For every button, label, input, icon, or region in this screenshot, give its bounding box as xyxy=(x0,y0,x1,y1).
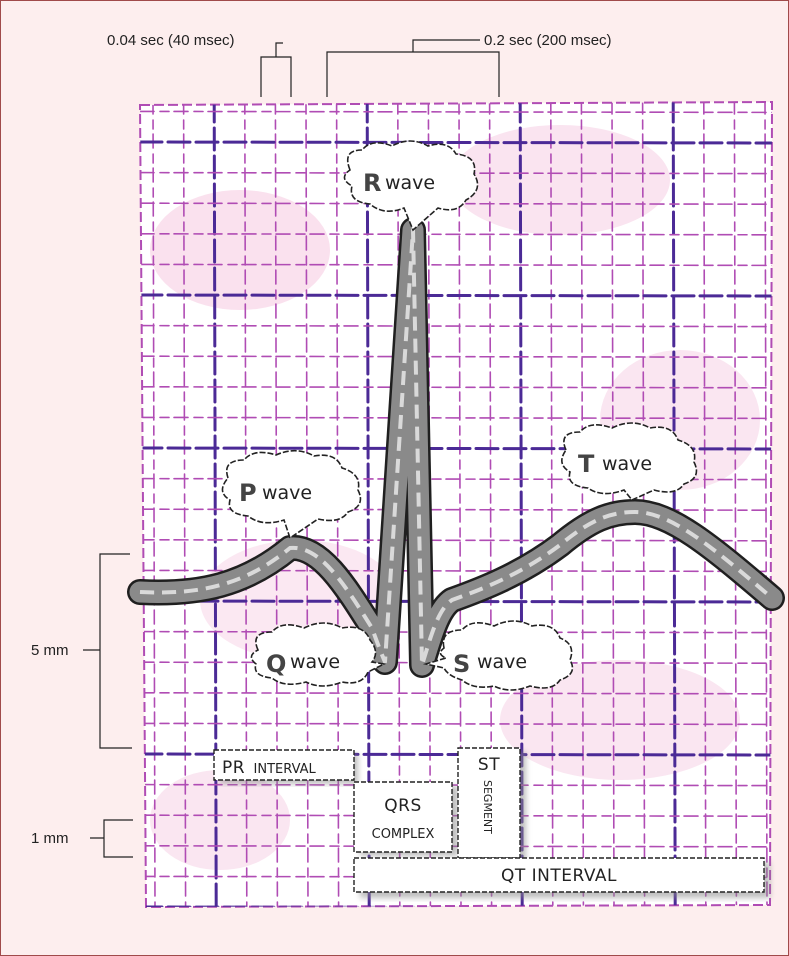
large-box-time-annotation: 0.2 sec (200 msec) xyxy=(327,32,612,97)
grid-major-horizontal xyxy=(140,142,772,143)
large-box-height-label: 5 mm xyxy=(31,642,69,659)
qt-interval-box: QT INTERVAL xyxy=(354,858,770,898)
grid-minor-horizontal xyxy=(140,234,772,235)
grid-minor-vertical xyxy=(122,100,124,908)
q-wave-label: wave xyxy=(290,651,340,673)
qrs-complex-line2: COMPLEX xyxy=(372,827,435,842)
pr-interval-box: PR INTERVAL xyxy=(214,750,358,784)
q-wave-callout: Q wave xyxy=(251,623,384,686)
grid-major-vertical xyxy=(214,100,216,908)
st-segment-box: ST SEGMENT xyxy=(458,748,526,862)
grid-major-horizontal xyxy=(140,907,772,908)
large-box-time-label: 0.2 sec (200 msec) xyxy=(484,32,612,49)
grid-minor-horizontal xyxy=(140,264,772,265)
bracket-icon xyxy=(327,40,499,97)
grid-minor-horizontal xyxy=(140,111,772,112)
large-box-height-annotation: 5 mm xyxy=(31,554,132,748)
small-box-height-label: 1 mm xyxy=(31,830,69,847)
s-wave-letter: S xyxy=(453,650,470,678)
bracket-icon xyxy=(83,554,132,748)
qrs-complex-line1: QRS xyxy=(384,796,421,816)
p-wave-letter: P xyxy=(239,479,257,507)
bracket-icon xyxy=(261,43,291,97)
r-wave-label: wave xyxy=(385,172,435,194)
small-box-time-label: 0.04 sec (40 msec) xyxy=(107,32,235,49)
grid-minor-horizontal xyxy=(140,417,772,418)
grid-minor-horizontal xyxy=(140,693,772,694)
small-box-time-annotation: 0.04 sec (40 msec) xyxy=(107,32,291,97)
t-wave-letter: T xyxy=(578,450,595,478)
s-wave-label: wave xyxy=(477,651,527,673)
grid-minor-horizontal xyxy=(140,723,772,724)
p-wave-label: wave xyxy=(262,482,312,504)
q-wave-letter: Q xyxy=(266,650,286,678)
t-wave-label: wave xyxy=(602,453,652,475)
r-wave-letter: R xyxy=(363,169,381,197)
grid-minor-horizontal xyxy=(140,387,772,388)
grid-minor-horizontal xyxy=(140,356,772,357)
small-box-height-annotation: 1 mm xyxy=(31,820,133,857)
st-segment-line1: ST xyxy=(478,755,500,775)
grid-minor-horizontal xyxy=(140,326,772,327)
grid-major-vertical xyxy=(673,100,675,908)
qrs-complex-box: QRS COMPLEX xyxy=(354,782,458,856)
st-segment-vertical: SEGMENT xyxy=(481,780,494,834)
grid-minor-horizontal xyxy=(140,785,772,786)
grid-major-horizontal xyxy=(140,295,772,296)
qt-interval-label: QT INTERVAL xyxy=(501,866,617,886)
bracket-icon xyxy=(90,820,133,857)
